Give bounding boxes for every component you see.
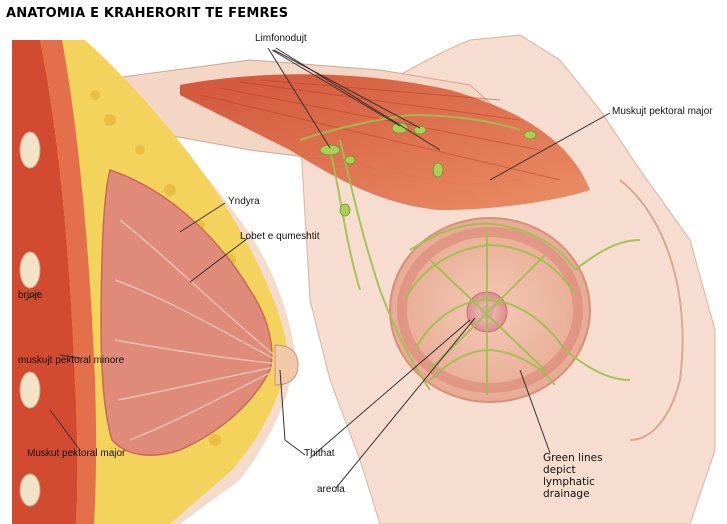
label-yndyra: Yndyra: [228, 196, 260, 207]
label-muskujt-pektoral-major: Muskujt pektoral major: [612, 106, 713, 117]
label-muskut-pektoral-major: Muskut pektoral major: [27, 448, 125, 459]
label-green-lines: Green lines depict lymphatic drainage: [543, 452, 623, 500]
label-limfonodujt: Limfonodujt: [255, 33, 307, 44]
label-thithat: Thithat: [304, 448, 335, 459]
label-lobet-e-qumeshtit: Lobet e qumeshtit: [240, 231, 320, 242]
label-muskujt-pektoral-minore: muskujt pektoral minore: [18, 355, 124, 366]
diagram-title: ANATOMIA E KRAHERORIT TE FEMRES: [6, 6, 288, 21]
label-areola: areola: [317, 484, 345, 495]
label-brinje: brinje: [18, 290, 42, 301]
